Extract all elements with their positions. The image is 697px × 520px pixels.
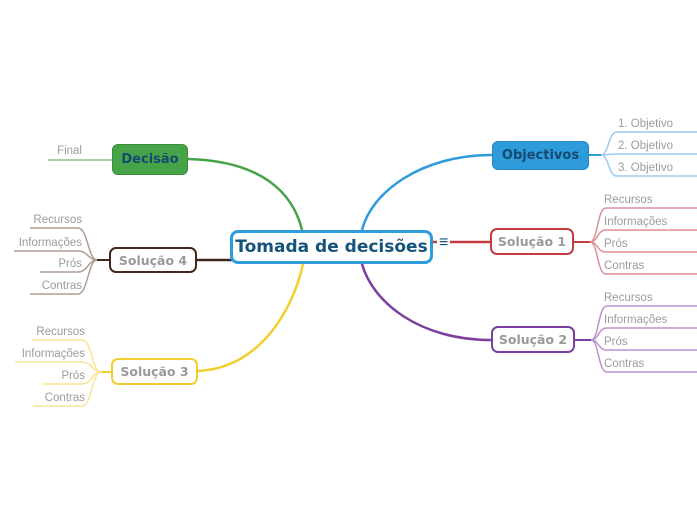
node-solucao-3[interactable]: Solução 3 bbox=[111, 358, 198, 385]
child-topic-s1-recursos[interactable]: Recursos bbox=[604, 194, 653, 206]
branch-line-objectivos bbox=[360, 153, 494, 232]
node-central-topic[interactable]: Tomada de decisões bbox=[230, 230, 433, 264]
node-decisao[interactable]: Decisão bbox=[112, 144, 188, 175]
node-solucao-4[interactable]: Solução 4 bbox=[109, 247, 197, 273]
child-line-s4-informacoes bbox=[14, 250, 98, 261]
child-topic-s2-contras[interactable]: Contras bbox=[604, 358, 645, 370]
child-topic-s3-contras[interactable]: Contras bbox=[44, 392, 85, 404]
child-topic-s4-pros[interactable]: Prós bbox=[58, 258, 82, 270]
child-topic-s1-pros[interactable]: Prós bbox=[604, 238, 628, 250]
node-objectivos[interactable]: Objectivos bbox=[492, 141, 589, 170]
child-topic-s1-informacoes[interactable]: Informações bbox=[604, 216, 668, 228]
child-line-s3-informacoes bbox=[15, 361, 102, 373]
child-topic-s3-pros[interactable]: Prós bbox=[61, 370, 85, 382]
child-topic-s4-contras[interactable]: Contras bbox=[41, 280, 82, 292]
node-solucao-1[interactable]: Solução 1 bbox=[490, 228, 574, 255]
child-topic-final[interactable]: Final bbox=[57, 145, 82, 157]
branch-line-solucao2 bbox=[360, 262, 493, 342]
node-solucao-2[interactable]: Solução 2 bbox=[491, 326, 575, 353]
child-line-objetivo-2 bbox=[600, 153, 697, 156]
hamburger-icon[interactable]: ≡ bbox=[437, 234, 451, 251]
child-topic-s4-recursos[interactable]: Recursos bbox=[33, 214, 82, 226]
child-topic-s2-pros[interactable]: Prós bbox=[604, 336, 628, 348]
child-topic-objetivo-1[interactable]: 1. Objetivo bbox=[618, 118, 673, 130]
child-topic-objetivo-3[interactable]: 3. Objetivo bbox=[618, 162, 673, 174]
child-topic-s4-informacoes[interactable]: Informações bbox=[18, 237, 82, 249]
child-topic-s3-recursos[interactable]: Recursos bbox=[36, 326, 85, 338]
child-topic-s2-informacoes[interactable]: Informações bbox=[604, 314, 668, 326]
child-topic-s2-recursos[interactable]: Recursos bbox=[604, 292, 653, 304]
child-topic-s3-informacoes[interactable]: Informações bbox=[21, 348, 85, 360]
child-topic-objetivo-2[interactable]: 2. Objetivo bbox=[618, 140, 673, 152]
branch-line-decisao bbox=[186, 157, 304, 232]
branch-line-solucao3 bbox=[196, 262, 305, 373]
child-topic-s1-contras[interactable]: Contras bbox=[604, 260, 645, 272]
